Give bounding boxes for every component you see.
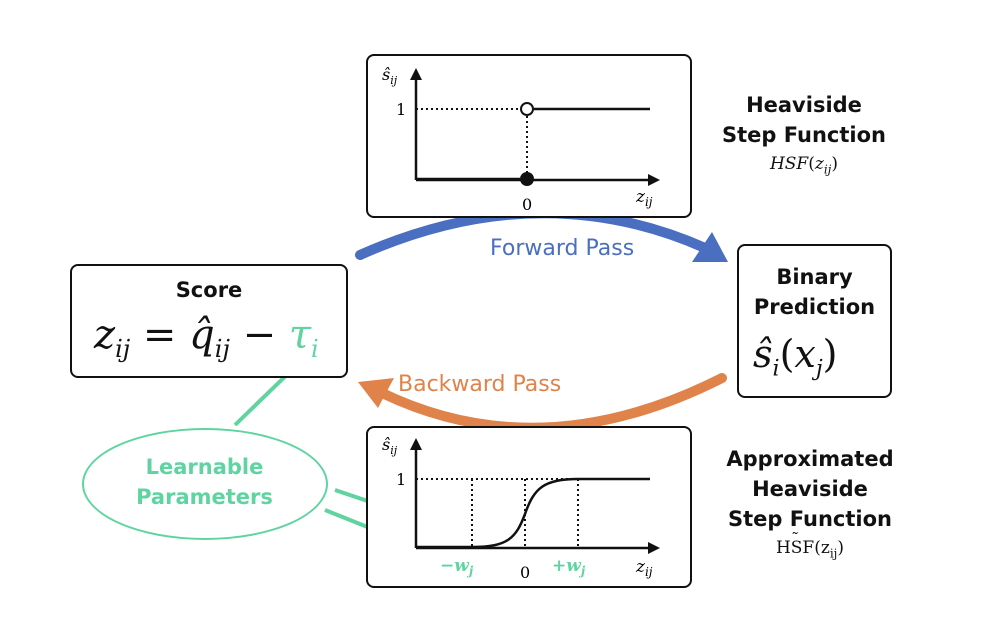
ahsf-curve	[416, 477, 650, 549]
ahsf-formula-name: HSF ˜	[775, 529, 815, 558]
score-tau-sub: i	[310, 335, 319, 363]
prediction-box: Binary Prediction ŝi(xj)	[737, 244, 892, 398]
hsf-x-label: zij	[635, 187, 653, 209]
backward-pass-arrowhead	[358, 378, 394, 408]
score-box: Score zij = q̂ij − τi	[70, 264, 348, 378]
hsf-graph-box: ŝij 1 0 zij	[366, 54, 692, 218]
prediction-formula: ŝi(xj)	[753, 332, 838, 382]
score-q: q̂	[189, 312, 215, 358]
hsf-closed-point	[520, 172, 534, 186]
score-equation: zij = q̂ij − τi	[94, 312, 319, 363]
hsf-formula: HSF(zij)	[769, 154, 839, 177]
ahsf-y-tick: 1	[396, 470, 406, 489]
hsf-plot: ŝij 1 0 zij	[382, 65, 660, 214]
ahsf-graph-box: ŝij 1 0 zij −wj +wj	[366, 426, 692, 588]
forward-pass-arrowhead	[692, 232, 728, 262]
hsf-open-point	[520, 102, 534, 116]
hsf-y-tick: 1	[396, 100, 406, 119]
hsf-title: Heaviside Step Function	[721, 93, 886, 147]
prediction-title: Binary Prediction	[753, 265, 876, 319]
score-z-sub: ij	[115, 335, 131, 363]
backward-pass-label: Backward Pass	[398, 372, 562, 397]
ahsf-formula: HSF ˜ (zij)	[775, 529, 845, 561]
ahsf-plot: ŝij 1 0 zij −wj +wj	[382, 435, 660, 582]
learnable-parameters-label: Learnable Parameters	[136, 455, 273, 509]
ahsf-neg-w-label: −wj	[440, 556, 474, 578]
learnable-parameters-ellipse: Learnable Parameters	[82, 428, 328, 540]
ahsf-x-label: zij	[635, 557, 653, 579]
hsf-y-label: ŝij	[382, 65, 398, 87]
score-q-sub: ij	[214, 335, 230, 363]
score-z: z	[94, 312, 116, 358]
hsf-x-tick: 0	[522, 195, 532, 214]
ahsf-x-tick: 0	[520, 563, 530, 582]
ahsf-y-label: ŝij	[382, 435, 398, 457]
score-title: Score	[175, 278, 243, 302]
ahsf-title: Approximated Heaviside Step Function	[726, 447, 894, 531]
ahsf-pos-w-label: +wj	[552, 556, 586, 578]
tilde-mark: ˜	[791, 529, 800, 548]
forward-pass-label: Forward Pass	[490, 236, 635, 261]
score-tau: τ	[288, 312, 311, 358]
